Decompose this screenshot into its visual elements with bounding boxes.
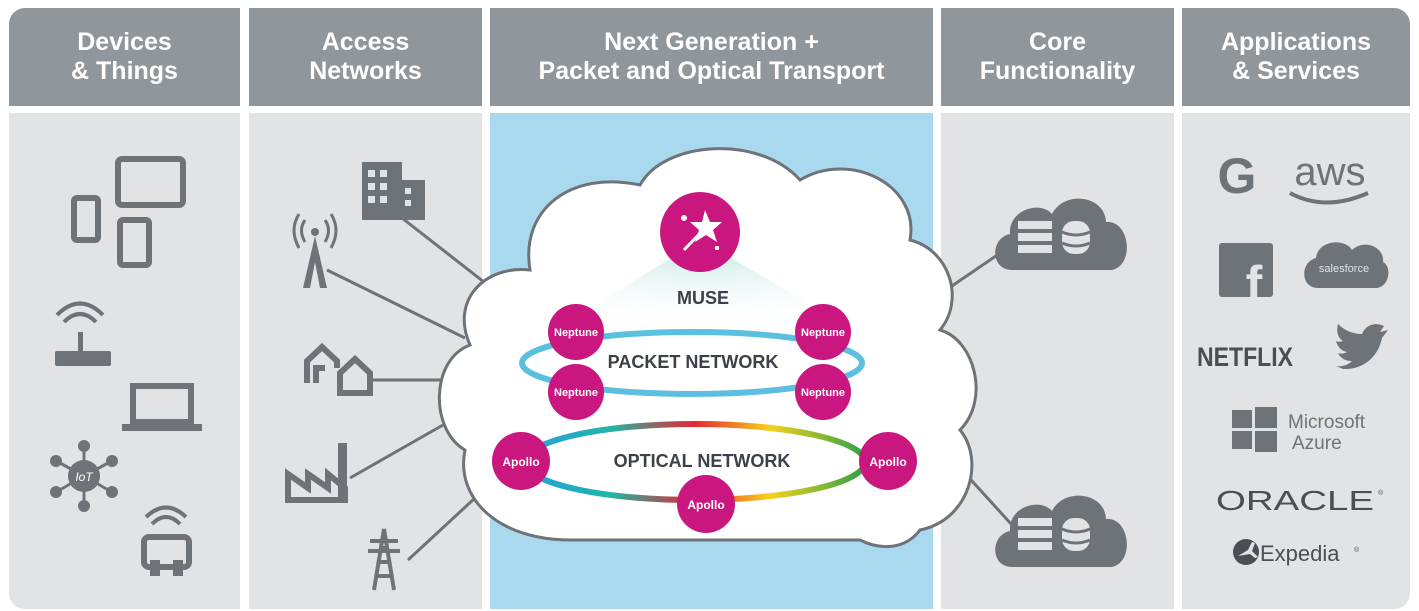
- column-header-access-networks: Access Networks: [249, 8, 482, 106]
- column-panel-devices-things: [9, 113, 240, 609]
- column-title-line-2: Networks: [309, 57, 422, 85]
- iot-hub-icon: IoT: [50, 440, 118, 512]
- neptune-node-label: Neptune: [801, 387, 845, 399]
- column-title-line-1: Access: [321, 28, 410, 56]
- netflix-logo: NETFLIX: [1197, 342, 1293, 372]
- wifi-icon: [55, 301, 188, 526]
- neptune-node-label: Neptune: [554, 387, 598, 399]
- muse-node: [660, 192, 740, 272]
- apollo-node-label: Apollo: [502, 455, 539, 469]
- microsoft-logo-line-2: Azure: [1292, 433, 1342, 454]
- oracle-logo: ORACLE: [1216, 485, 1374, 516]
- connector-lines: [326, 216, 1014, 562]
- neptune-node: Neptune: [548, 304, 604, 360]
- laptop-base: [122, 424, 202, 431]
- oracle-registered-mark: ®: [1378, 489, 1384, 497]
- column-header-core-functionality: Core Functionality: [941, 8, 1174, 106]
- aws-smile-icon: [1289, 191, 1369, 205]
- salesforce-cloud-icon: [1304, 242, 1389, 288]
- column-title-line-1: Next Generation +: [604, 28, 819, 56]
- apollo-node: Apollo: [859, 432, 917, 490]
- column-devices-things: Devices & Things: [9, 8, 240, 609]
- column-title-line-2: & Things: [71, 57, 178, 85]
- expedia-registered-mark: ®: [1354, 546, 1360, 554]
- facebook-logo-letter: f: [1246, 256, 1263, 312]
- packet-network-ring: [519, 329, 865, 397]
- office-building-icon: [362, 162, 425, 220]
- neptune-node: Neptune: [795, 304, 851, 360]
- column-header-applications-services: Applications & Services: [1182, 8, 1410, 106]
- expedia-plane-icon: [1238, 542, 1258, 558]
- facebook-icon: [1219, 243, 1273, 297]
- column-title-line-2: Packet and Optical Transport: [538, 57, 885, 85]
- apollo-node: Apollo: [677, 475, 735, 533]
- optical-network-label: OPTICAL NETWORK: [614, 451, 791, 471]
- transport-cloud: [437, 147, 978, 549]
- houses-icon: [304, 342, 373, 396]
- muse-glow: [555, 240, 855, 330]
- datacenter-cloud-icon: [995, 198, 1127, 270]
- muse-label: MUSE: [677, 288, 729, 308]
- column-header-transport: Next Generation + Packet and Optical Tra…: [490, 8, 933, 106]
- column-title-line-2: Functionality: [979, 57, 1136, 85]
- column-access-networks: Access Networks: [249, 8, 482, 609]
- cell-tower-icon: [303, 228, 327, 288]
- column-title-line-2: & Services: [1232, 57, 1360, 85]
- router-icon: [55, 351, 111, 366]
- microsoft-logo-line-1: Microsoft: [1288, 412, 1366, 433]
- column-title-line-1: Applications: [1220, 28, 1371, 56]
- factory-icon: [338, 443, 347, 498]
- google-logo: G: [1218, 148, 1257, 204]
- magic-wand-icon: [681, 210, 722, 252]
- neptune-node-label: Neptune: [801, 327, 845, 339]
- neptune-node: Neptune: [548, 364, 604, 420]
- small-tablet-icon: [117, 217, 152, 268]
- power-pylon-icon: [368, 528, 400, 591]
- column-title-line-1: Devices: [77, 28, 172, 56]
- windows-icon: [1232, 407, 1277, 452]
- apollo-node-label: Apollo: [869, 455, 906, 469]
- neptune-node-label: Neptune: [554, 327, 598, 339]
- tablet-icon: [115, 156, 186, 208]
- packet-network-label: PACKET NETWORK: [608, 352, 779, 372]
- laptop-icon: [130, 383, 194, 425]
- car-icon: [141, 534, 192, 570]
- datacenter-cloud-icon: [995, 495, 1127, 567]
- apollo-node-label: Apollo: [687, 498, 724, 512]
- neptune-node: Neptune: [795, 364, 851, 420]
- twitter-bird-icon: [1336, 324, 1388, 370]
- salesforce-logo: salesforce: [1319, 263, 1369, 275]
- phone-icon: [71, 195, 101, 243]
- factory-outline: [285, 467, 348, 503]
- aws-logo: aws: [1294, 150, 1365, 194]
- apollo-node: Apollo: [492, 432, 550, 490]
- expedia-logo: Expedia: [1260, 541, 1340, 566]
- column-title-line-1: Core: [1029, 28, 1086, 56]
- column-header-devices-things: Devices & Things: [9, 8, 240, 106]
- iot-label: IoT: [75, 470, 94, 484]
